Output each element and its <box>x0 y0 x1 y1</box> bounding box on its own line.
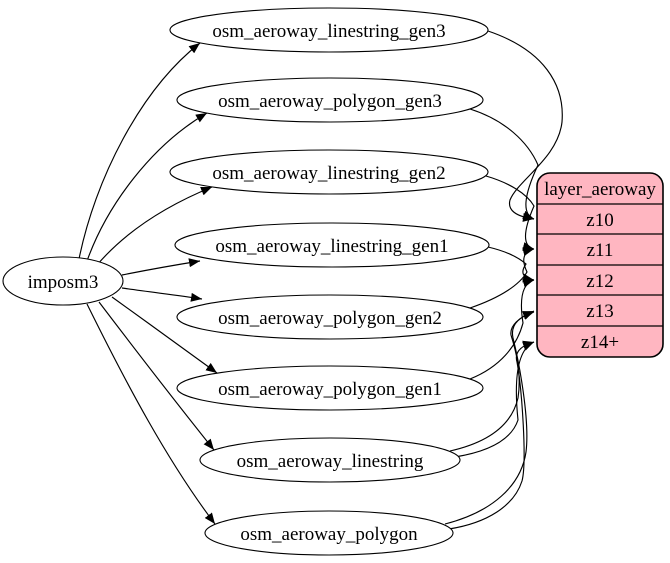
node-shape <box>176 77 484 123</box>
node-osm-aeroway-polygon-gen2: osm_aeroway_polygon_gen2 <box>176 294 484 340</box>
node-label: osm_aeroway_linestring <box>237 451 424 472</box>
node-imposm3-shape <box>2 256 124 306</box>
edge-osm-aeroway-polygon-gen1-to-z12 <box>469 278 535 380</box>
node-osm-aeroway-linestring: osm_aeroway_linestring <box>199 437 461 483</box>
node-label: osm_aeroway_linestring_gen1 <box>215 236 448 257</box>
node-shape <box>204 510 454 556</box>
edge-imposm3-to-osm-aeroway-polygon <box>86 303 216 525</box>
node-osm-aeroway-polygon: osm_aeroway_polygon <box>204 510 454 556</box>
edge-osm-aeroway-linestring-gen1-to-z12 <box>487 246 535 283</box>
node-osm-aeroway-polygon-gen3: osm_aeroway_polygon_gen3 <box>176 77 484 123</box>
node-imposm3-label: imposm3 <box>28 272 99 293</box>
node-osm-aeroway-linestring-gen1: osm_aeroway_linestring_gen1 <box>174 222 490 268</box>
edge-imposm3-to-osm-aeroway-linestring-gen1 <box>121 258 201 276</box>
edge-osm-aeroway-linestring-gen3-to-z10 <box>487 30 563 222</box>
node-osm-aeroway-linestring-gen3: osm_aeroway_linestring_gen3 <box>169 7 489 53</box>
edge-osm-aeroway-polygon-to-z14 <box>448 340 535 530</box>
edge-imposm3-to-osm-aeroway-linestring-gen2 <box>96 186 213 266</box>
node-shape <box>174 222 490 268</box>
record-title: layer_aeroway <box>544 179 656 200</box>
edge-imposm3-to-osm-aeroway-linestring-gen3 <box>78 42 201 260</box>
node-label: osm_aeroway_linestring_gen3 <box>212 21 445 42</box>
node-shape <box>199 437 461 483</box>
node-osm-aeroway-linestring-gen2: osm_aeroway_linestring_gen2 <box>169 149 489 195</box>
node-label: osm_aeroway_polygon_gen2 <box>218 308 442 329</box>
edge-osm-aeroway-polygon-to-z13 <box>444 311 535 525</box>
node-label: osm_aeroway_polygon_gen1 <box>218 379 442 400</box>
node-imposm3: imposm3 <box>2 256 124 306</box>
edges-to-record <box>444 30 563 530</box>
record-row-z12: z12 <box>586 271 613 292</box>
node-shape <box>169 7 489 53</box>
record-row-z14plus: z14+ <box>581 332 619 353</box>
edge-osm-aeroway-linestring-gen2-to-z11 <box>485 175 535 251</box>
record-node-layer-aeroway: layer_aeroway z10 z11 z12 z13 z14+ <box>536 172 664 358</box>
node-shape <box>176 294 484 340</box>
edge-imposm3-to-osm-aeroway-polygon-gen3 <box>86 112 208 262</box>
edge-osm-aeroway-polygon-gen2-to-z11 <box>469 247 535 309</box>
edge-imposm3-to-osm-aeroway-polygon-gen2 <box>121 287 203 302</box>
record-row-z10: z10 <box>586 210 613 231</box>
edge-osm-aeroway-polygon-gen3-to-z10 <box>469 108 539 220</box>
node-label: osm_aeroway_polygon_gen3 <box>218 91 442 112</box>
node-osm-aeroway-polygon-gen1: osm_aeroway_polygon_gen1 <box>176 365 484 411</box>
edge-imposm3-to-osm-aeroway-polygon-gen1 <box>111 296 218 374</box>
node-shape <box>169 149 489 195</box>
edge-osm-aeroway-linestring-to-z14 <box>454 341 535 458</box>
node-label: osm_aeroway_linestring_gen2 <box>212 163 445 184</box>
edges-from-source <box>78 42 218 525</box>
record-row-z11: z11 <box>587 240 614 261</box>
record-row-z13: z13 <box>586 301 613 322</box>
node-label: osm_aeroway_polygon <box>240 524 418 545</box>
edge-imposm3-to-osm-aeroway-linestring <box>98 301 215 451</box>
node-shape <box>176 365 484 411</box>
